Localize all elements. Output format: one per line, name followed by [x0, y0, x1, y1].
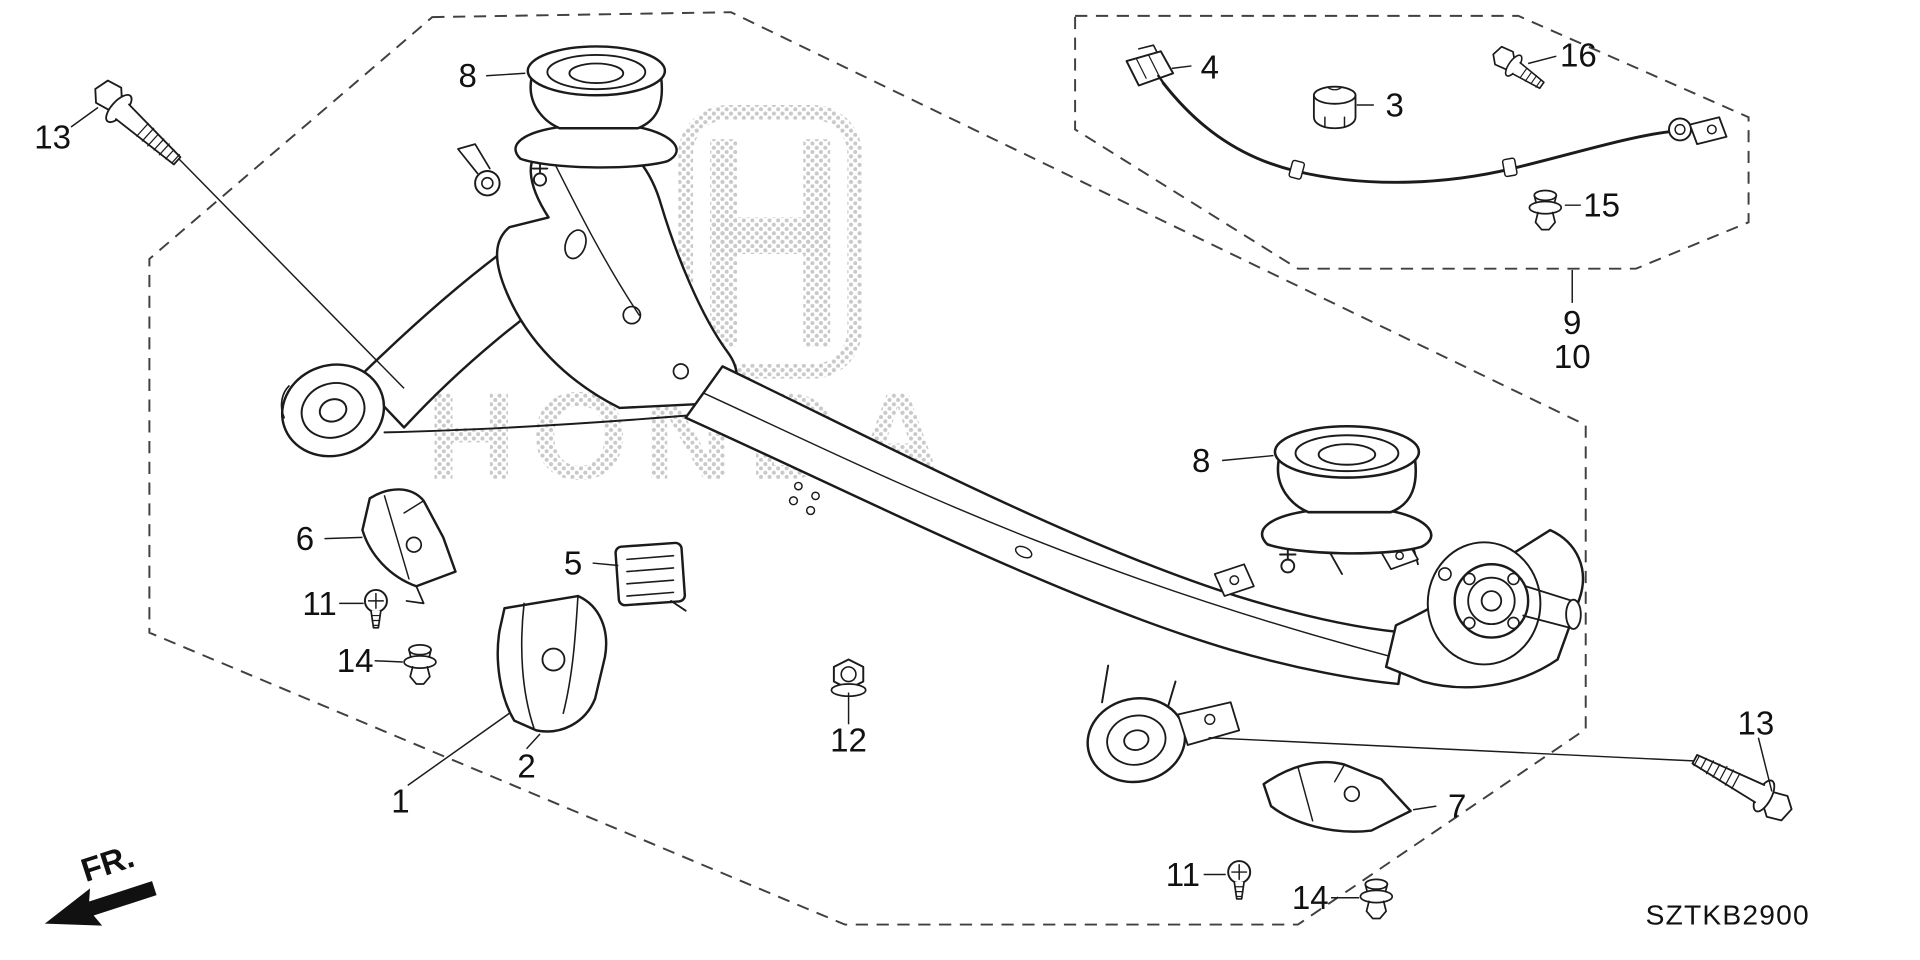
- axle-beam-assembly: [83, 45, 1800, 920]
- callout-6: 6: [296, 520, 314, 557]
- callout-13-left: 13: [34, 118, 71, 155]
- callout-16: 16: [1560, 36, 1597, 73]
- callout-labels: 1 2 3 4 5 6 7 8 8 9 10 11 11 12 13 13 14…: [34, 36, 1774, 916]
- callout-13-right: 13: [1738, 705, 1775, 742]
- callout-4: 4: [1201, 49, 1219, 86]
- part-6-bracket: [361, 488, 457, 605]
- fr-label: FR.: [76, 837, 138, 889]
- wheel-sensor-head: [1668, 116, 1728, 146]
- callout-3: 3: [1386, 87, 1404, 124]
- callout-8-right: 8: [1192, 442, 1210, 479]
- callout-1: 1: [391, 783, 409, 820]
- part-3-holder: [1312, 85, 1357, 130]
- part-13-bolt-left: [83, 74, 190, 175]
- callout-12: 12: [830, 722, 867, 759]
- wire-clip-tab: [1288, 159, 1306, 180]
- part-12-flange-nut: [830, 658, 867, 698]
- right-trailing-arm: [1319, 526, 1585, 689]
- sensor-kit-boundary: [1074, 14, 1750, 270]
- callout-11-right: 11: [1166, 856, 1200, 893]
- callout-2: 2: [517, 747, 535, 784]
- part-8-spring-seat-front: [514, 45, 678, 187]
- part-13-bolt-right: [1685, 743, 1800, 827]
- part-7-bracket: [1262, 760, 1412, 833]
- part-4-connector: [1125, 44, 1175, 87]
- part-11-screw-left: [363, 588, 388, 629]
- callout-11-left: 11: [302, 585, 336, 622]
- part-2-bracket: [496, 594, 608, 733]
- diagram-code: SZTKB2900: [1646, 900, 1810, 931]
- fr-arrow-icon: [44, 881, 157, 926]
- twist-beam: [684, 365, 1407, 686]
- part-11-screw-right: [1227, 860, 1252, 900]
- part-16-bolt: [1492, 45, 1545, 90]
- sensor-harness-parts: [1125, 44, 1728, 231]
- part-15-grommet-clip: [1528, 189, 1563, 231]
- callout-15: 15: [1583, 187, 1620, 224]
- callout-10: 10: [1554, 338, 1591, 375]
- fr-direction-indicator: FR.: [44, 837, 157, 926]
- callout-8-top: 8: [459, 57, 477, 94]
- callout-14-left: 14: [337, 642, 374, 679]
- callout-14-right: 14: [1292, 879, 1329, 916]
- callout-7: 7: [1448, 788, 1466, 825]
- main-assembly-boundary: [148, 11, 1587, 926]
- rear-bushing: [1086, 664, 1241, 784]
- part-8-spring-seat-rear: [1260, 424, 1433, 574]
- wire-clip-tab: [1501, 157, 1518, 178]
- leader-lines: [70, 55, 1773, 899]
- callout-5: 5: [564, 545, 582, 582]
- sensor-wire: [1161, 81, 1670, 184]
- callout-9: 9: [1563, 304, 1581, 341]
- part-14-clip-left: [403, 644, 437, 685]
- part-5-damper-plate: [614, 541, 687, 612]
- part-14-clip-right: [1359, 878, 1394, 920]
- honda-h-logo-watermark: [678, 105, 863, 379]
